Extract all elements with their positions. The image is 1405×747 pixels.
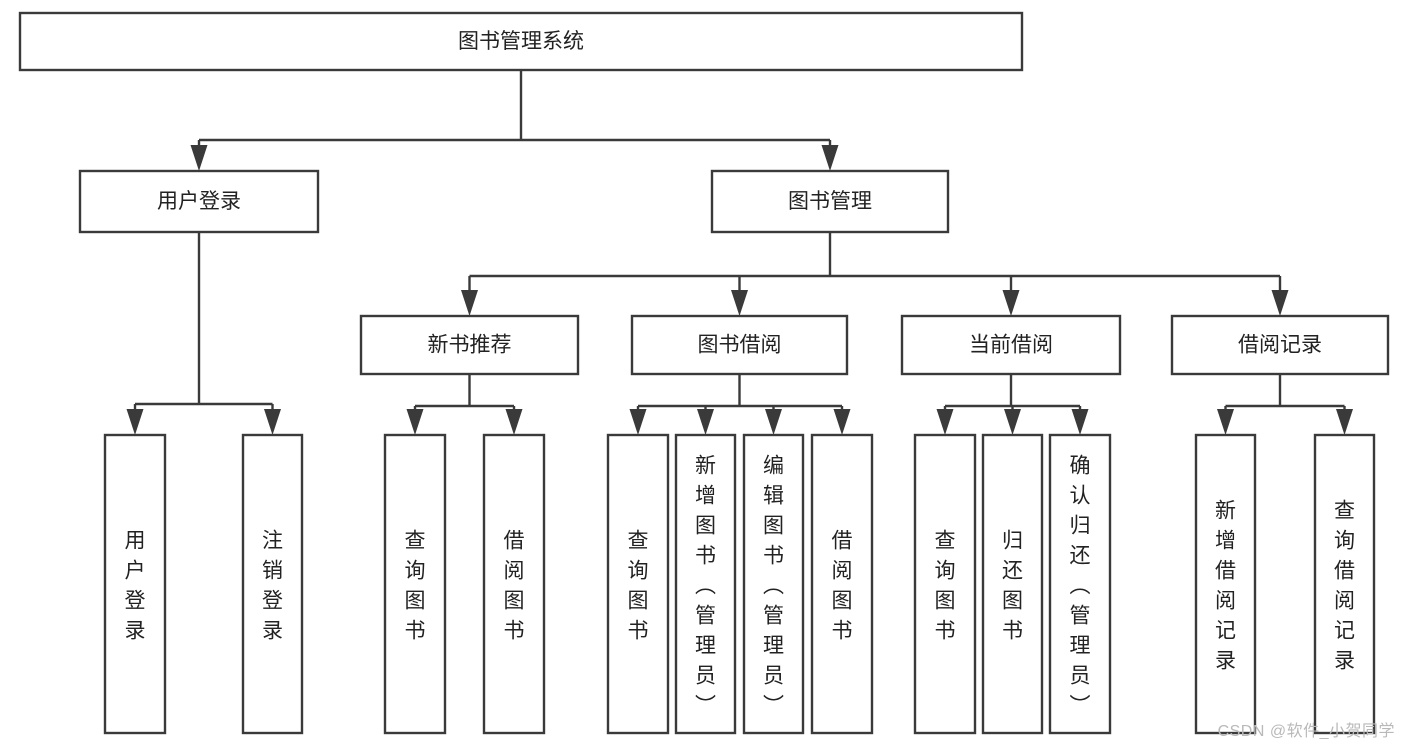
node-leaf-cu-query[interactable]: 查询图书 (913, 433, 977, 735)
node-label: 用户登录 (157, 190, 241, 213)
node-leaf-nb-borrow[interactable]: 借阅图书 (482, 433, 546, 735)
node-label: 图书管理系统 (458, 30, 584, 53)
node-leaf-bo-edit[interactable]: 编辑图书︵管理员︶ (742, 433, 805, 735)
node-label: 查询图书 (935, 529, 956, 642)
arrow-head-icon (821, 145, 839, 171)
arrow-head-icon (264, 409, 281, 435)
arrow-head-icon (1271, 290, 1289, 316)
node-label: 注销登录 (262, 529, 283, 642)
node-label: 用户登录 (125, 529, 146, 642)
node-label: 当前借阅 (969, 334, 1053, 357)
node-box[interactable] (1170, 314, 1390, 376)
watermark-label: CSDN @软件_小贺同学 (1217, 723, 1395, 740)
node-label: 借阅图书 (504, 529, 525, 642)
node-box[interactable] (359, 314, 580, 376)
arrow-head-icon (126, 409, 144, 435)
node-box[interactable] (1194, 433, 1257, 735)
node-box[interactable] (913, 433, 977, 735)
node-box[interactable] (674, 433, 737, 735)
node-label: 新书推荐 (428, 334, 512, 357)
node-label: 新增借阅记录 (1215, 499, 1236, 672)
node-label: 编辑图书︵管理员︶ (763, 454, 784, 717)
node-leaf-bo-borrow[interactable]: 借阅图书 (810, 433, 874, 735)
node-leaf-cu-confirm[interactable]: 确认归还︵管理员︶ (1048, 433, 1112, 735)
node-box[interactable] (18, 11, 1024, 72)
connector-layer (126, 70, 1353, 435)
node-label: 查询图书 (628, 529, 649, 642)
node-box[interactable] (606, 433, 670, 735)
node-box[interactable] (900, 314, 1122, 376)
node-leaf-bo-query[interactable]: 查询图书 (606, 433, 670, 735)
arrow-head-icon (406, 409, 424, 435)
node-label: 借阅记录 (1238, 334, 1322, 357)
node-leaf-bo-add[interactable]: 新增图书︵管理员︶ (674, 433, 737, 735)
node-box[interactable] (810, 433, 874, 735)
node-box[interactable] (630, 314, 849, 376)
arrow-head-icon (936, 409, 954, 435)
node-layer: 图书管理系统用户登录图书管理新书推荐图书借阅当前借阅借阅记录用户登录注销登录查询… (18, 11, 1390, 735)
arrow-head-icon (461, 290, 478, 316)
arrow-head-icon (1002, 290, 1020, 316)
node-leaf-nb-query[interactable]: 查询图书 (383, 433, 447, 735)
node-box[interactable] (981, 433, 1044, 735)
node-box[interactable] (1313, 433, 1376, 735)
arrow-head-icon (190, 145, 208, 171)
node-leaf-re-add[interactable]: 新增借阅记录 (1194, 433, 1257, 735)
node-box[interactable] (742, 433, 805, 735)
arrow-head-icon (833, 409, 851, 435)
node-label: 图书借阅 (698, 334, 782, 357)
arrow-head-icon (505, 409, 523, 435)
node-l1-user-login[interactable]: 用户登录 (78, 169, 320, 234)
node-label: 归还图书 (1002, 529, 1023, 642)
node-label: 查询图书 (405, 529, 426, 642)
arrow-head-icon (1217, 409, 1234, 435)
node-box[interactable] (241, 433, 304, 735)
arrow-head-icon (1336, 409, 1353, 435)
node-leaf-logout[interactable]: 注销登录 (241, 433, 304, 735)
node-box[interactable] (1048, 433, 1112, 735)
arrow-head-icon (765, 409, 782, 435)
arrow-head-icon (731, 290, 748, 316)
node-l1-book-mgmt[interactable]: 图书管理 (710, 169, 950, 234)
node-box[interactable] (710, 169, 950, 234)
node-label: 图书管理 (788, 190, 872, 213)
node-label: 借阅图书 (832, 529, 853, 642)
arrow-head-icon (697, 409, 714, 435)
node-box[interactable] (383, 433, 447, 735)
node-l2-current[interactable]: 当前借阅 (900, 314, 1122, 376)
node-l2-new-book[interactable]: 新书推荐 (359, 314, 580, 376)
node-leaf-user-login[interactable]: 用户登录 (103, 433, 167, 735)
node-box[interactable] (78, 169, 320, 234)
node-root[interactable]: 图书管理系统 (18, 11, 1024, 72)
arrow-head-icon (1004, 409, 1021, 435)
node-label: 查询借阅记录 (1334, 499, 1355, 672)
node-leaf-re-query[interactable]: 查询借阅记录 (1313, 433, 1376, 735)
node-box[interactable] (482, 433, 546, 735)
node-label: 确认归还︵管理员︶ (1070, 454, 1091, 717)
node-l2-borrow[interactable]: 图书借阅 (630, 314, 849, 376)
node-box[interactable] (103, 433, 167, 735)
node-l2-record[interactable]: 借阅记录 (1170, 314, 1390, 376)
node-label: 新增图书︵管理员︶ (695, 454, 716, 717)
node-leaf-cu-return[interactable]: 归还图书 (981, 433, 1044, 735)
arrow-head-icon (629, 409, 647, 435)
arrow-head-icon (1071, 409, 1089, 435)
